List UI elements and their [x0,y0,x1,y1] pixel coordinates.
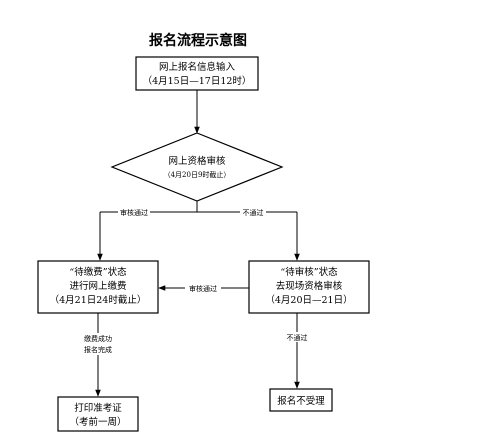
diagram-title: 报名流程示意图 [149,32,247,49]
node-print-ticket: 打印准考证 （考前一周） [57,396,139,432]
edge-label-pay-done-2: 报名完成 [84,345,112,354]
node-info-input-line1: 网上报名信息输入 [159,61,236,73]
label-bg-review-fail [240,207,266,217]
node-pending-payment: “待缴费”状态 进行网上缴费 （4月21日24时截止） [37,260,159,314]
node-pending-review-line2: 去现场资格审核 [276,280,343,292]
edge-label-pay-done-1: 缴费成功 [84,334,112,343]
node-print-ticket-line1: 打印准考证 [74,402,122,414]
node-info-input-box [135,56,259,91]
node-pending-review-box [248,260,370,314]
label-bg-onsite-pass [185,283,221,293]
node-info-input-line2: （4月15日—17日12时） [143,75,252,87]
node-info-input: 网上报名信息输入 （4月15日—17日12时） [135,56,259,91]
node-pending-review-line3: （4月20日—21日） [265,294,352,306]
node-pending-payment-line3: （4月21日24时截止） [50,294,147,306]
node-pending-payment-line2: 进行网上缴费 [69,280,126,292]
node-rejected: 报名不受理 [269,388,333,412]
node-online-review-line2: （4月20日9时截止） [164,170,231,179]
edge-label-onsite-fail: 不通过 [287,333,308,342]
label-bg-review-pass [118,207,150,217]
node-rejected-line1: 报名不受理 [277,395,325,407]
edge-label-review-pass: 审核通过 [120,208,148,217]
node-online-review-line1: 网上资格审核 [168,155,226,167]
node-pending-payment-line1: “待缴费”状态 [69,266,127,278]
label-bg-pay-done [78,333,118,355]
edge-label-review-fail: 不通过 [243,208,264,217]
node-print-ticket-box [57,396,139,432]
edge-label-onsite-pass-text: 审核通过 [189,284,217,293]
label-bg-onsite-fail [282,332,312,342]
node-pending-payment-box [37,260,159,314]
node-online-review: 网上资格审核 （4月20日9时截止） [110,132,284,202]
node-online-review-diamond [110,132,284,202]
node-pending-review-line1: “待审核”状态 [280,266,338,278]
node-print-ticket-line2: （考前一周） [69,416,126,428]
node-rejected-box [269,388,333,412]
node-pending-review: “待审核”状态 去现场资格审核 （4月20日—21日） [248,260,370,314]
